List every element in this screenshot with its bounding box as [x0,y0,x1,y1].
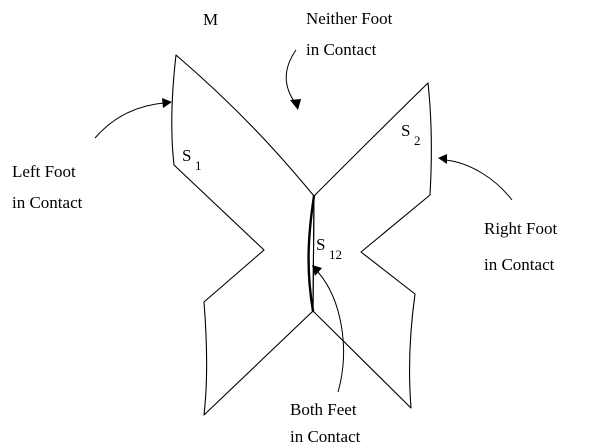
left-foot-label-line1: Left Foot [12,162,76,181]
right-sheet-s2 [312,82,432,409]
intersection-curve-s12 [307,194,316,313]
s2-label: S [401,121,410,140]
right-foot-arrow [445,159,513,201]
left-foot-arrow [94,102,165,139]
neither-foot-arrowhead [290,99,301,110]
both-feet-label-line1: Both Feet [290,400,357,419]
both-feet-arrow [317,271,344,393]
s12-label: S [316,235,325,254]
s1-subscript: 1 [195,158,202,173]
right-foot-arrowhead [438,154,447,164]
left-sheet-s1 [171,54,315,416]
both-feet-arrowhead [312,265,322,276]
neither-foot-arrow [285,49,297,105]
right-foot-label-line1: Right Foot [484,219,557,238]
manifold-label-m: M [203,10,218,29]
left-foot-label-line2: in Contact [12,193,83,212]
neither-foot-label-line1: Neither Foot [306,9,393,28]
s2-subscript: 2 [414,133,421,148]
s1-label: S [182,146,191,165]
s12-subscript: 12 [329,247,342,262]
neither-foot-label-line2: in Contact [306,40,377,59]
right-foot-label-line2: in Contact [484,255,555,274]
left-foot-arrowhead [162,98,172,108]
both-feet-label-line2: in Contact [290,427,361,445]
